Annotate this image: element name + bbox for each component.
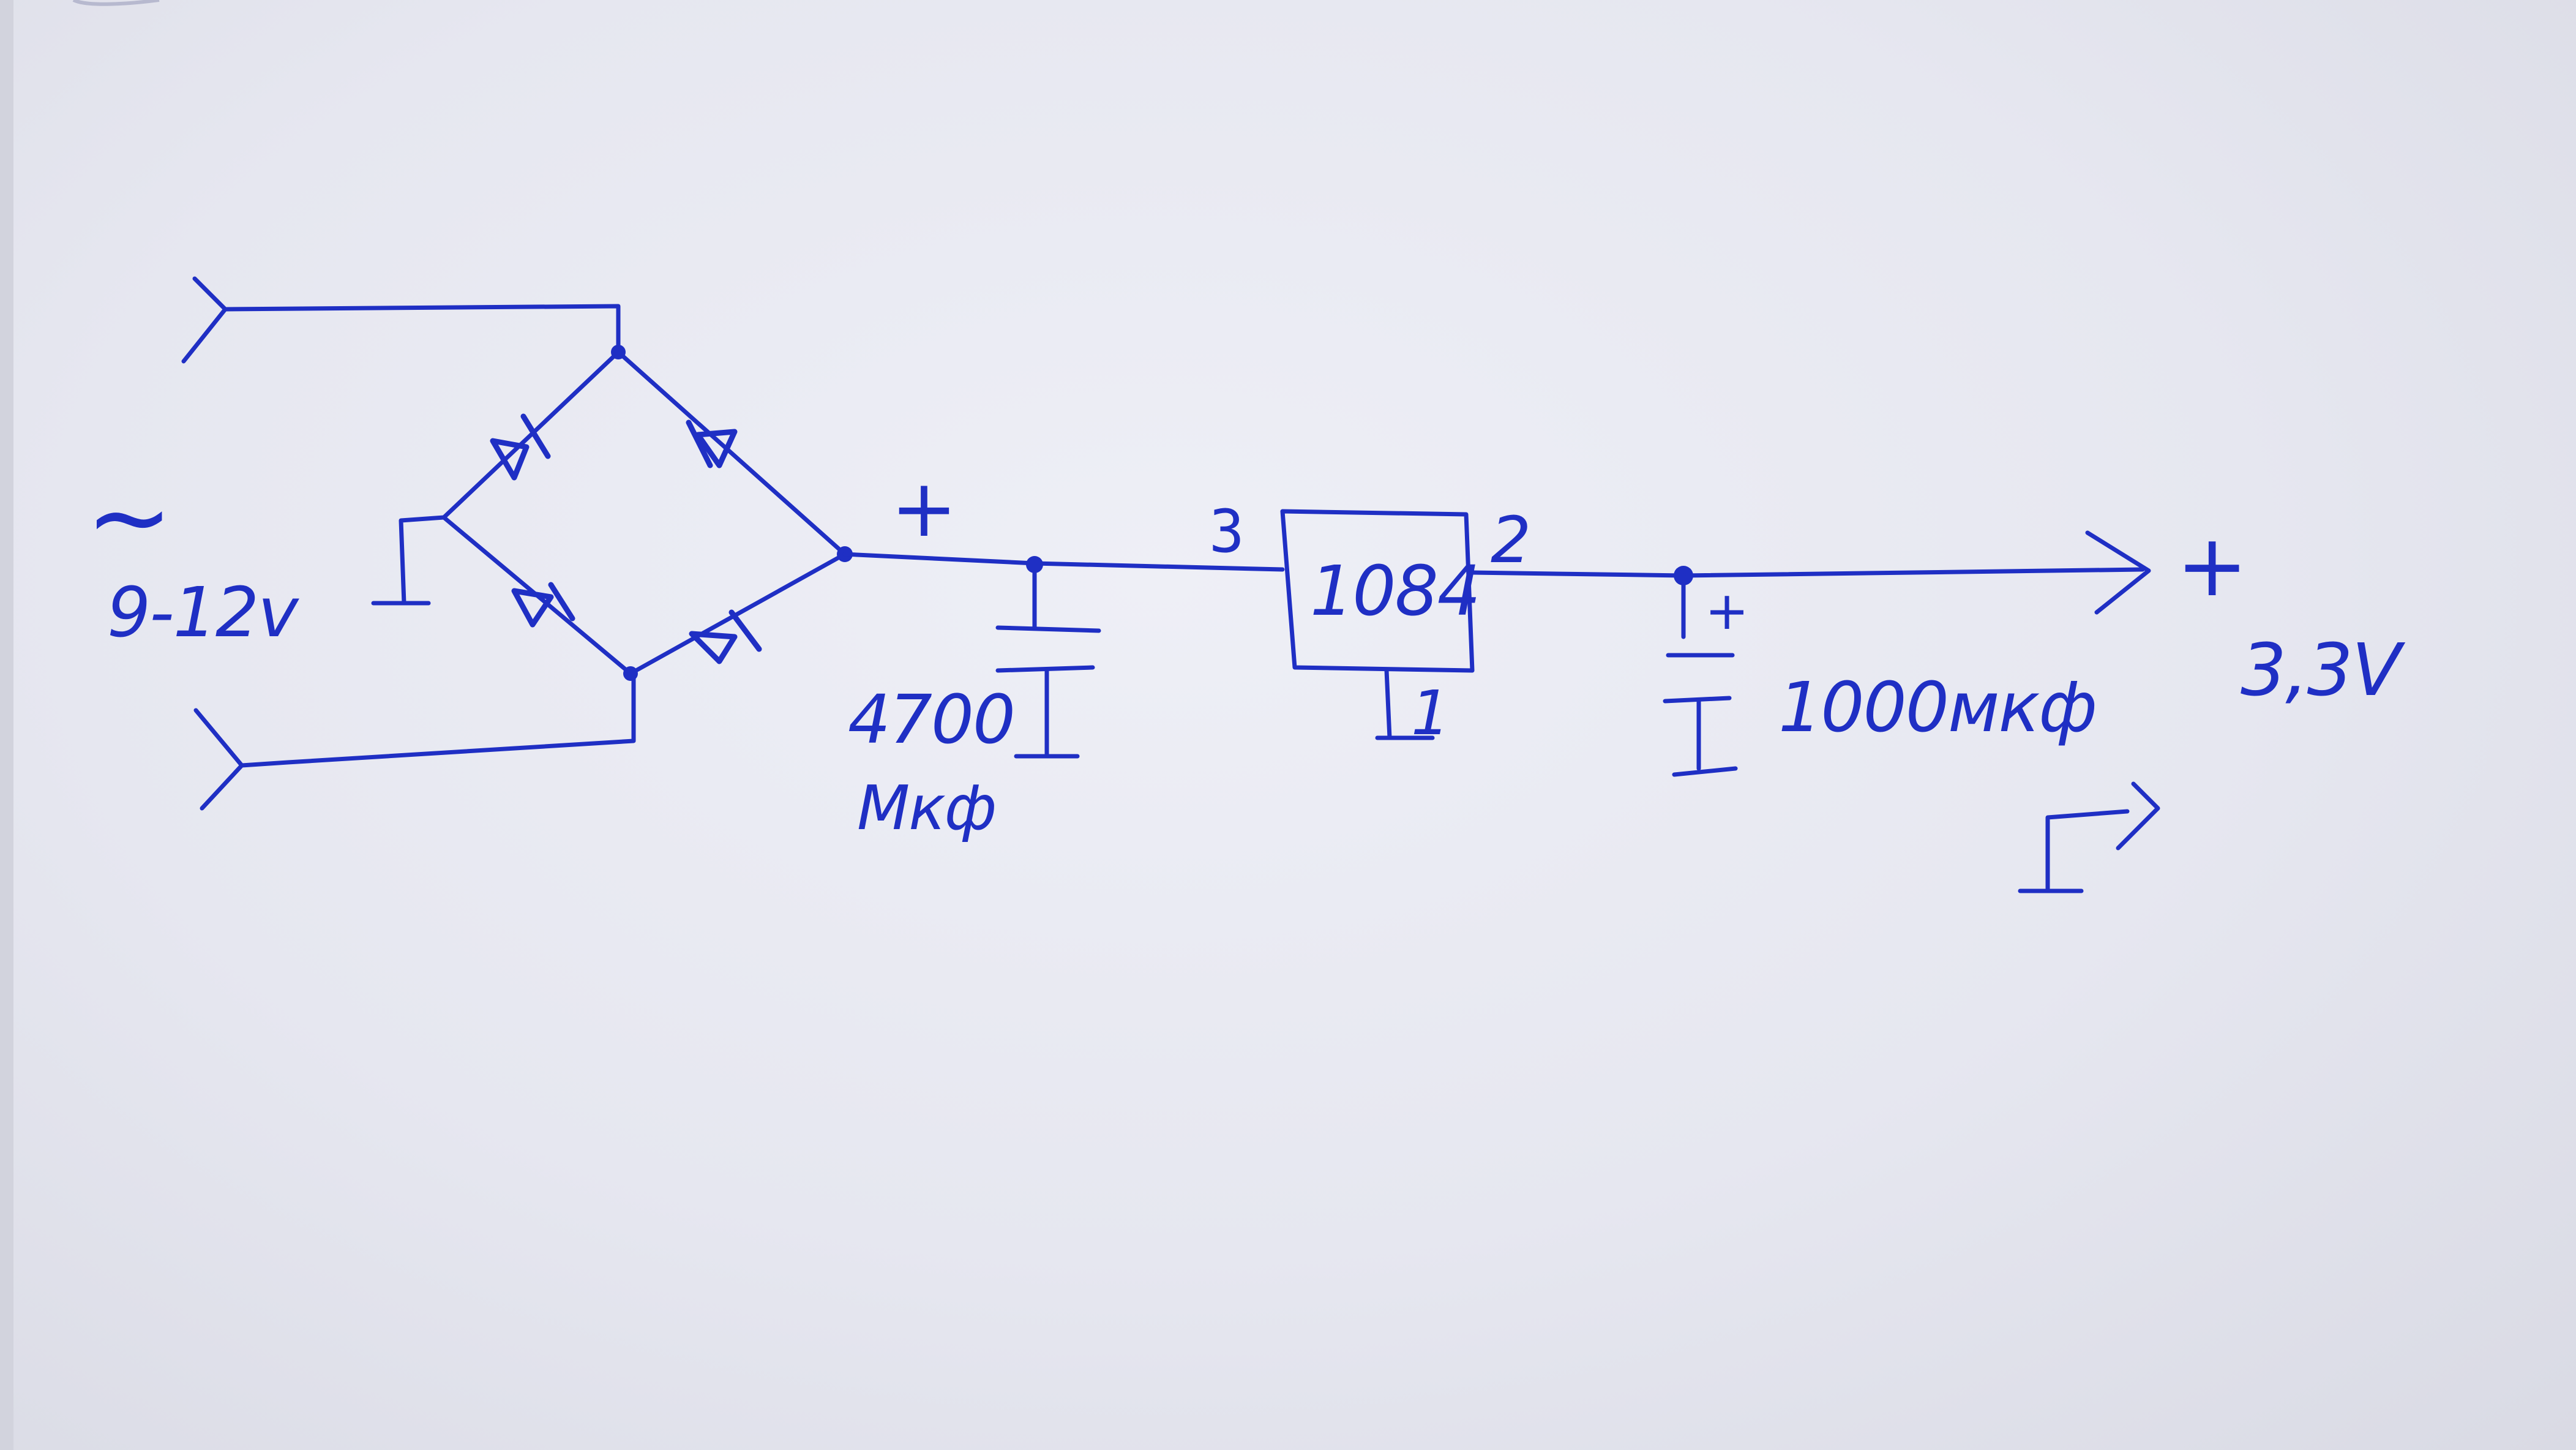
regulator-pin-in: 3 [1209,497,1245,566]
bridge-bottom-node [623,666,638,681]
regulator-body [1280,509,1475,740]
bridge-plus-label: + [891,462,957,555]
ac-input-bottom-plug [193,671,636,811]
output-voltage-label: 3,3V [2241,628,2401,712]
bridge-top-node [611,345,626,359]
input-capacitor-unit: Мкф [857,772,997,844]
output-ground [2018,781,2160,893]
bridge-ground [371,515,446,606]
diode-2 [686,419,738,468]
dc-output-rail [1470,530,2151,615]
output-plus-label: + [2176,516,2248,616]
input-capacitor [995,562,1101,759]
ac-input-top-plug [181,276,621,364]
regulator-pin-adj: 1 [1411,677,1450,749]
output-capacitor-polarity: + [1705,580,1749,642]
output-capacitor [1663,573,1738,777]
regulator-pin-out: 2 [1491,503,1531,577]
output-capacitor-value: 1000мкф [1778,668,2097,748]
regulator-part-number: 1084 [1310,552,1481,631]
diode-1 [490,413,551,481]
ac-symbol: ~ [86,457,173,578]
diode-4 [689,609,762,664]
input-voltage-label: 9-12v [107,573,298,653]
bridge-rectifier [441,345,853,681]
diode-3 [511,582,575,628]
input-capacitor-value: 4700 [848,680,1016,759]
